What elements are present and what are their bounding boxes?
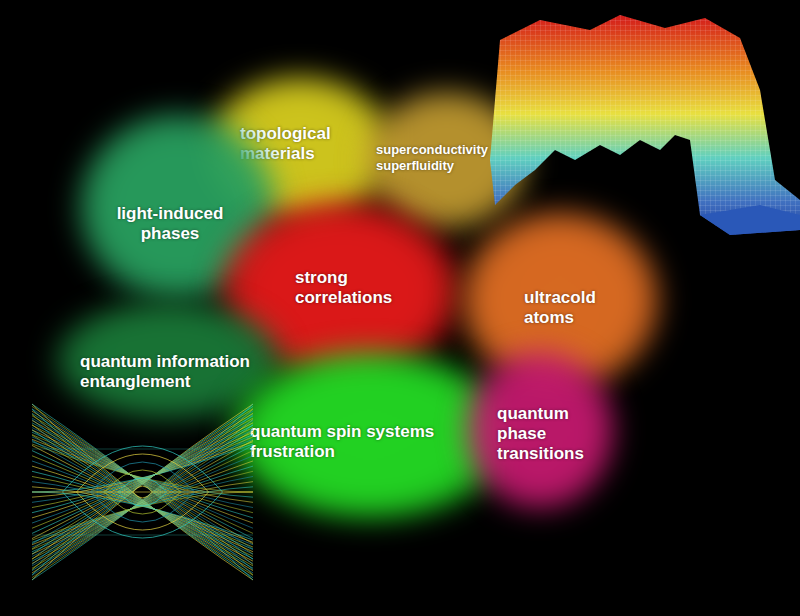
butterfly-stroke [32, 409, 253, 570]
butterfly-stroke [32, 416, 253, 554]
butterfly-stroke [32, 404, 253, 580]
topic-label: strong correlations [295, 268, 415, 308]
butterfly-stroke [32, 456, 253, 557]
butterfly-stroke [32, 423, 253, 539]
butterfly-stroke [32, 409, 253, 577]
butterfly-strokes [32, 404, 253, 580]
topic-label: light-induced phases [100, 204, 240, 244]
butterfly-stroke [32, 445, 253, 561]
butterfly-stroke [32, 418, 253, 549]
butterfly-stroke [32, 440, 253, 563]
butterfly-stroke [32, 409, 253, 570]
butterfly-stroke [32, 492, 253, 493]
butterfly-stroke [32, 409, 253, 577]
butterfly-stroke [32, 435, 253, 566]
butterfly-stroke [32, 420, 253, 543]
butterfly-stroke [32, 451, 253, 559]
topic-label: quantum spin systems frustration [250, 422, 455, 462]
butterfly-stroke [32, 406, 253, 574]
butterfly-stroke [32, 406, 253, 574]
surface-base [700, 205, 800, 235]
butterfly-stroke [32, 437, 253, 508]
butterfly-stroke [32, 428, 253, 529]
topic-label: quantum information entanglement [80, 352, 270, 392]
butterfly-stroke [32, 414, 253, 575]
butterfly-stroke [32, 439, 253, 502]
butterfly-stroke [32, 413, 253, 559]
butterfly-stroke [32, 492, 253, 540]
butterfly-stroke [32, 411, 253, 564]
butterfly-stroke [32, 482, 253, 545]
butterfly-stroke [32, 425, 253, 571]
butterfly-stroke [32, 430, 253, 568]
butterfly-stroke [32, 414, 253, 575]
topic-blob: quantum phase transitions [465, 350, 615, 510]
topic-label: quantum phase transitions [497, 404, 602, 464]
butterfly-stroke [32, 404, 253, 580]
butterfly-stroke [32, 439, 253, 502]
butterfly-stroke [32, 428, 253, 529]
butterfly-stroke [32, 425, 253, 571]
butterfly-stroke [32, 482, 253, 545]
butterfly-stroke [32, 445, 253, 561]
butterfly-stroke [32, 440, 253, 563]
butterfly-stroke [32, 476, 253, 547]
butterfly-stroke [32, 492, 253, 540]
butterfly-stroke [32, 437, 253, 508]
butterfly-stroke [32, 420, 253, 543]
butterfly-stroke [32, 404, 253, 580]
butterfly-stroke [32, 418, 253, 549]
butterfly-stroke [32, 535, 253, 536]
butterfly-stroke [32, 444, 253, 492]
butterfly-stroke [32, 416, 253, 554]
butterfly-stroke [32, 420, 253, 573]
surface-mesh [490, 15, 800, 235]
butterfly-stroke [32, 476, 253, 547]
butterfly-stroke [32, 413, 253, 559]
butterfly-stroke [32, 411, 253, 564]
butterfly-stroke [32, 404, 253, 580]
butterfly-stroke [32, 449, 253, 450]
surface-face [490, 15, 800, 235]
butterfly-stroke [32, 425, 253, 533]
butterfly-stroke [32, 435, 253, 566]
butterfly-stroke [32, 430, 253, 568]
butterfly-stroke [32, 451, 253, 559]
butterfly-stroke [32, 444, 253, 492]
butterfly-stroke [32, 456, 253, 557]
butterfly-stroke [32, 423, 253, 539]
topic-label: ultracold atoms [524, 288, 624, 328]
butterfly-stroke [32, 420, 253, 573]
butterfly-stroke [32, 425, 253, 533]
